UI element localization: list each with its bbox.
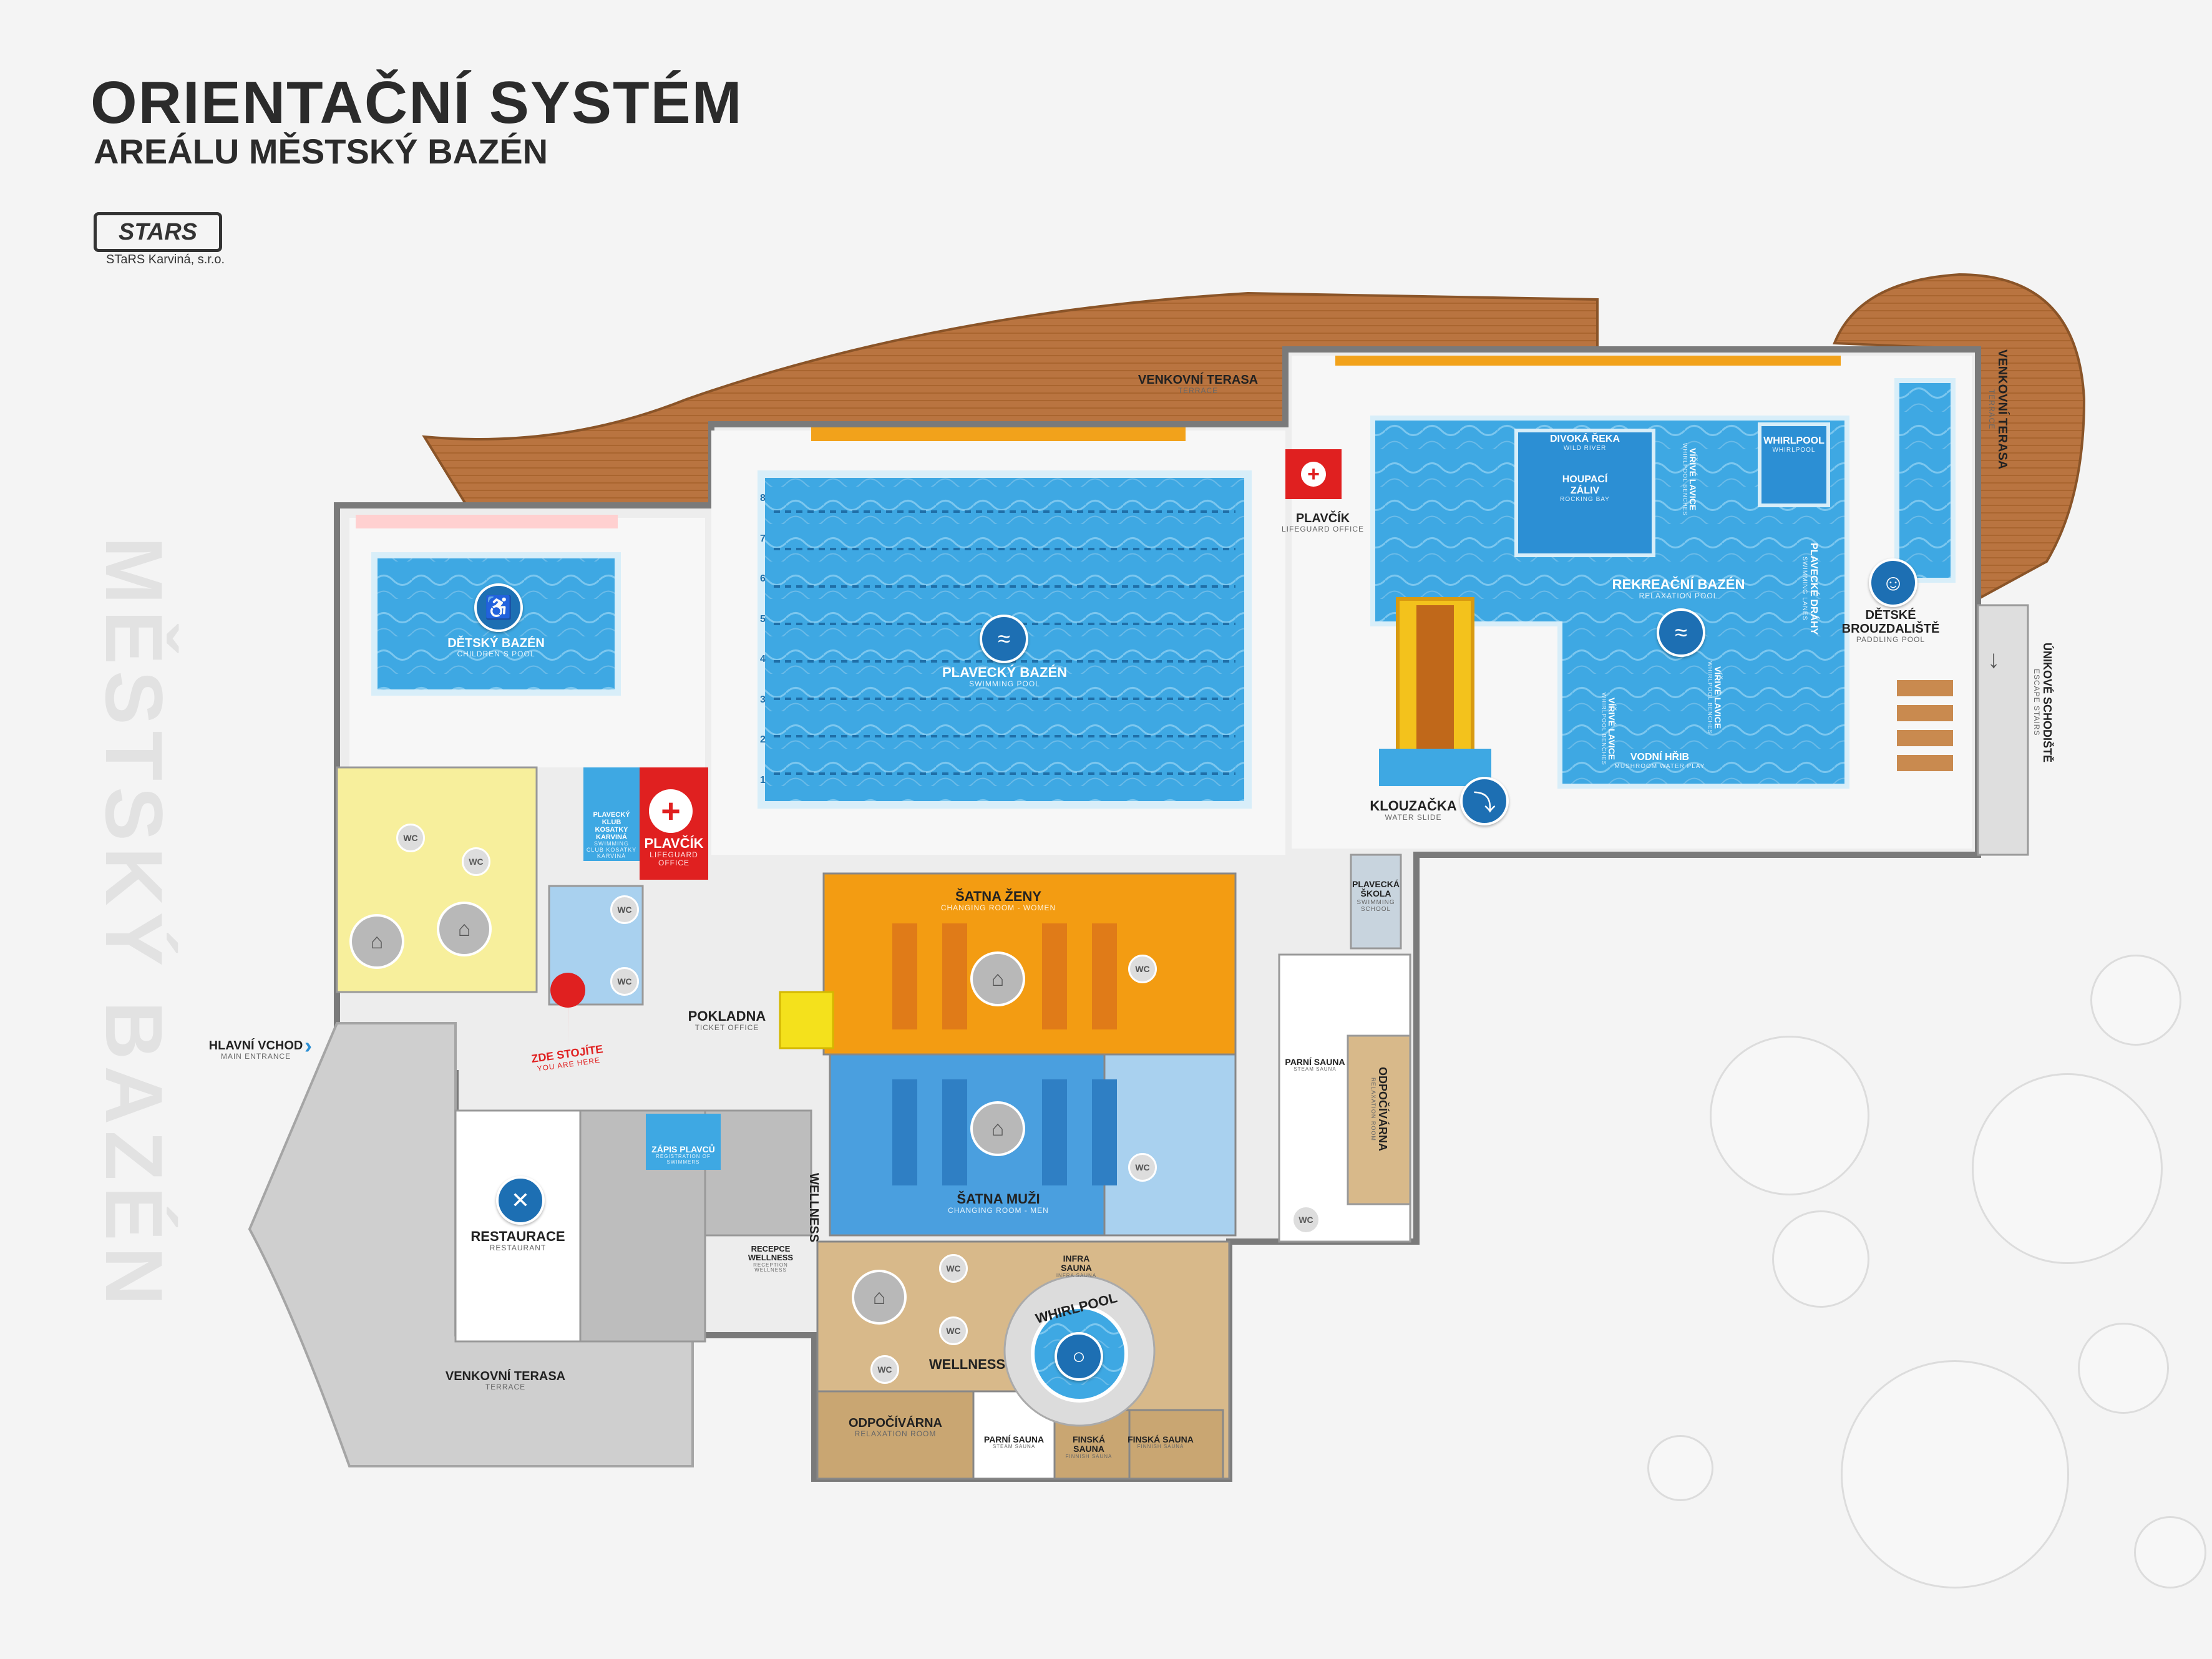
lane-number: 3 bbox=[760, 694, 766, 705]
label-ticket-office: POKLADNA TICKET OFFICE bbox=[688, 1008, 766, 1033]
label-changing-women: ŠATNA ŽENY CHANGING ROOM - WOMEN bbox=[940, 888, 1056, 913]
hanger-women-icon: ⌂ bbox=[970, 951, 1025, 1006]
label-rocking-bay: HOUPACÍ ZÁLIV ROCKING BAY bbox=[1560, 474, 1610, 504]
label-swimmer-registration: ZÁPIS PLAVCŮ REGISTRATION OF SWIMMERS bbox=[646, 1114, 721, 1170]
relaxation-pool-icon: ≈ bbox=[1657, 608, 1705, 657]
decor-bubble bbox=[1841, 1360, 2069, 1588]
label-whirlpool-benches-2: VÍŘIVÉ LAVICE WHIRLPOOL BENCHES bbox=[1707, 661, 1723, 734]
lifeguard-cross-icon: + bbox=[1301, 462, 1326, 487]
decor-bubble bbox=[2134, 1516, 2206, 1588]
label-finnish-sauna-2: FINSKÁ SAUNA FINNISH SAUNA bbox=[1128, 1434, 1194, 1450]
wc-icon: WC bbox=[1128, 1153, 1157, 1182]
terrace-bottom bbox=[248, 1022, 694, 1467]
label-kosatky: PLAVECKÝ KLUB KOSATKY KARVINÁ SWIMMING C… bbox=[586, 811, 637, 860]
hanger-men-icon: ⌂ bbox=[970, 1101, 1025, 1156]
stars-logo: STARS bbox=[94, 212, 222, 252]
terrace-right bbox=[1833, 273, 2086, 601]
label-steam-sauna-bottom: PARNÍ SAUNA STEAM SAUNA bbox=[983, 1434, 1045, 1450]
label-finnish-sauna-1: FINSKÁ SAUNA FINNISH SAUNA bbox=[1065, 1434, 1113, 1459]
label-escape-stairs: ÚNIKOVÉ SCHODIŠTĚ ESCAPE STAIRS bbox=[2032, 643, 2054, 763]
label-paddling-pool: DĚTSKÉ BROUZDALIŠTĚ PADDLING POOL bbox=[1841, 608, 1940, 644]
wc-icon: WC bbox=[939, 1316, 968, 1345]
label-steam-sauna-right: PARNÍ SAUNA STEAM SAUNA bbox=[1285, 1057, 1345, 1073]
whirlpool-icon: ○ bbox=[1055, 1332, 1103, 1381]
wc-icon: WC bbox=[610, 967, 639, 996]
label-wellness-center: WELLNESS bbox=[928, 1356, 1006, 1372]
label-swimming-lanes: PLAVECKÉ DRÁHY SWIMMING LANES bbox=[1801, 543, 1819, 635]
decor-bubble bbox=[2078, 1323, 2169, 1414]
restaurant-icon: ✕ bbox=[496, 1176, 545, 1225]
wc-icon: WC bbox=[939, 1254, 968, 1283]
hanger-yellow-icon-2: ⌂ bbox=[437, 902, 492, 956]
wc-icon: WC bbox=[870, 1355, 899, 1384]
lane-number: 8 bbox=[760, 493, 766, 504]
children-pool-icon: ♿ bbox=[474, 583, 523, 632]
label-wild-river: DIVOKÁ ŘEKA WILD RIVER bbox=[1549, 434, 1620, 452]
label-terrace-top: VENKOVNÍ TERASA TERRACE bbox=[1138, 373, 1259, 395]
label-wellness-reception: RECEPCE WELLNESS RECEPTION WELLNESS bbox=[748, 1244, 794, 1273]
label-lifeguard-top: PLAVČÍK LIFEGUARD OFFICE bbox=[1281, 512, 1364, 533]
wc-icon: WC bbox=[396, 824, 425, 852]
entrance-arrow-icon: › bbox=[305, 1033, 312, 1058]
map-title: ORIENTAČNÍ SYSTÉM bbox=[90, 69, 743, 136]
label-changing-men: ŠATNA MUŽI CHANGING ROOM - MEN bbox=[948, 1191, 1049, 1215]
venue-watermark: MĚSTSKÝ BAZÉN bbox=[89, 537, 180, 1312]
decor-bubble bbox=[1647, 1435, 1713, 1501]
label-lifeguard-left: PLAVČÍK LIFEGUARD OFFICE bbox=[644, 835, 704, 868]
wc-icon: WC bbox=[1128, 955, 1157, 983]
label-restaurant: RESTAURACE RESTAURANT bbox=[470, 1228, 565, 1253]
label-whirlpool-benches-3: VÍŘIVÉ LAVICE WHIRLPOOL BENCHES bbox=[1601, 693, 1617, 766]
escape-arrow-icon: ↓ bbox=[1987, 646, 2000, 673]
decor-bubble bbox=[2090, 955, 2181, 1046]
you-are-here-pin bbox=[550, 973, 586, 1048]
label-swimming-pool: PLAVECKÝ BAZÉN SWIMMING POOL bbox=[942, 664, 1068, 689]
label-terrace-bottom: VENKOVNÍ TERASA TERRACE bbox=[445, 1370, 566, 1391]
label-water-slide: KLOUZAČKA WATER SLIDE bbox=[1370, 798, 1457, 822]
wc-icon: WC bbox=[1292, 1205, 1320, 1234]
decor-bubble bbox=[1710, 1036, 1869, 1195]
lane-number: 4 bbox=[760, 654, 766, 665]
label-infra-sauna: INFRA SAUNA INFRA SAUNA bbox=[1056, 1253, 1097, 1278]
wc-icon: WC bbox=[610, 895, 639, 924]
label-swimming-school: PLAVECKÁ ŠKOLA SWIMMING SCHOOL bbox=[1352, 879, 1400, 913]
label-mushroom: VODNÍ HŘIB MUSHROOM WATER PLAY bbox=[1614, 752, 1705, 770]
decor-bubble bbox=[1972, 1073, 2163, 1264]
wc-icon: WC bbox=[462, 847, 490, 876]
lane-numbers: 1 2 3 4 5 6 7 8 bbox=[760, 493, 772, 786]
water-slide-icon: ⤵ bbox=[1460, 777, 1509, 825]
swimming-pool-icon: ≈ bbox=[980, 615, 1028, 663]
map-subtitle: AREÁLU MĚSTSKÝ BAZÉN bbox=[94, 132, 548, 171]
lifeguard-cross-icon: + bbox=[649, 789, 693, 833]
label-childrens-pool: DĚTSKÝ BAZÉN CHILDREN´S POOL bbox=[447, 636, 545, 658]
label-relaxation-pool: REKREAČNÍ BAZÉN RELAXATION POOL bbox=[1612, 577, 1745, 601]
label-whirlpool-benches-1: VÍŘIVÉ LAVICE WHIRLPOOL BENCHES bbox=[1682, 443, 1698, 516]
label-relaxation-room-right: ODPOČÍVÁRNA RELAXATION ROOM bbox=[1370, 1067, 1389, 1152]
lane-number: 5 bbox=[760, 613, 766, 625]
hanger-yellow-icon-1: ⌂ bbox=[349, 914, 404, 969]
company-name: STaRS Karviná, s.r.o. bbox=[106, 253, 225, 266]
hanger-wellness-icon: ⌂ bbox=[852, 1270, 907, 1325]
relaxation-pool-shape bbox=[1370, 416, 1849, 789]
lane-number: 6 bbox=[760, 573, 766, 585]
label-whirlpool-top: WHIRLPOOL WHIRLPOOL bbox=[1763, 435, 1825, 454]
label-main-entrance: HLAVNÍ VCHOD MAIN ENTRANCE bbox=[208, 1039, 303, 1061]
label-wellness-corridor: WELLNESS bbox=[807, 1173, 821, 1243]
label-relaxation-room-bottom: ODPOČÍVÁRNA RELAXATION ROOM bbox=[848, 1416, 942, 1438]
lane-number: 1 bbox=[760, 774, 766, 786]
decor-bubble bbox=[1772, 1210, 1869, 1308]
paddling-pool-icon: ☺ bbox=[1869, 558, 1917, 607]
lane-number: 2 bbox=[760, 734, 766, 746]
lane-number: 7 bbox=[760, 533, 766, 544]
label-terrace-right: VENKOVNÍ TERASA TERRACE bbox=[1987, 349, 2009, 470]
